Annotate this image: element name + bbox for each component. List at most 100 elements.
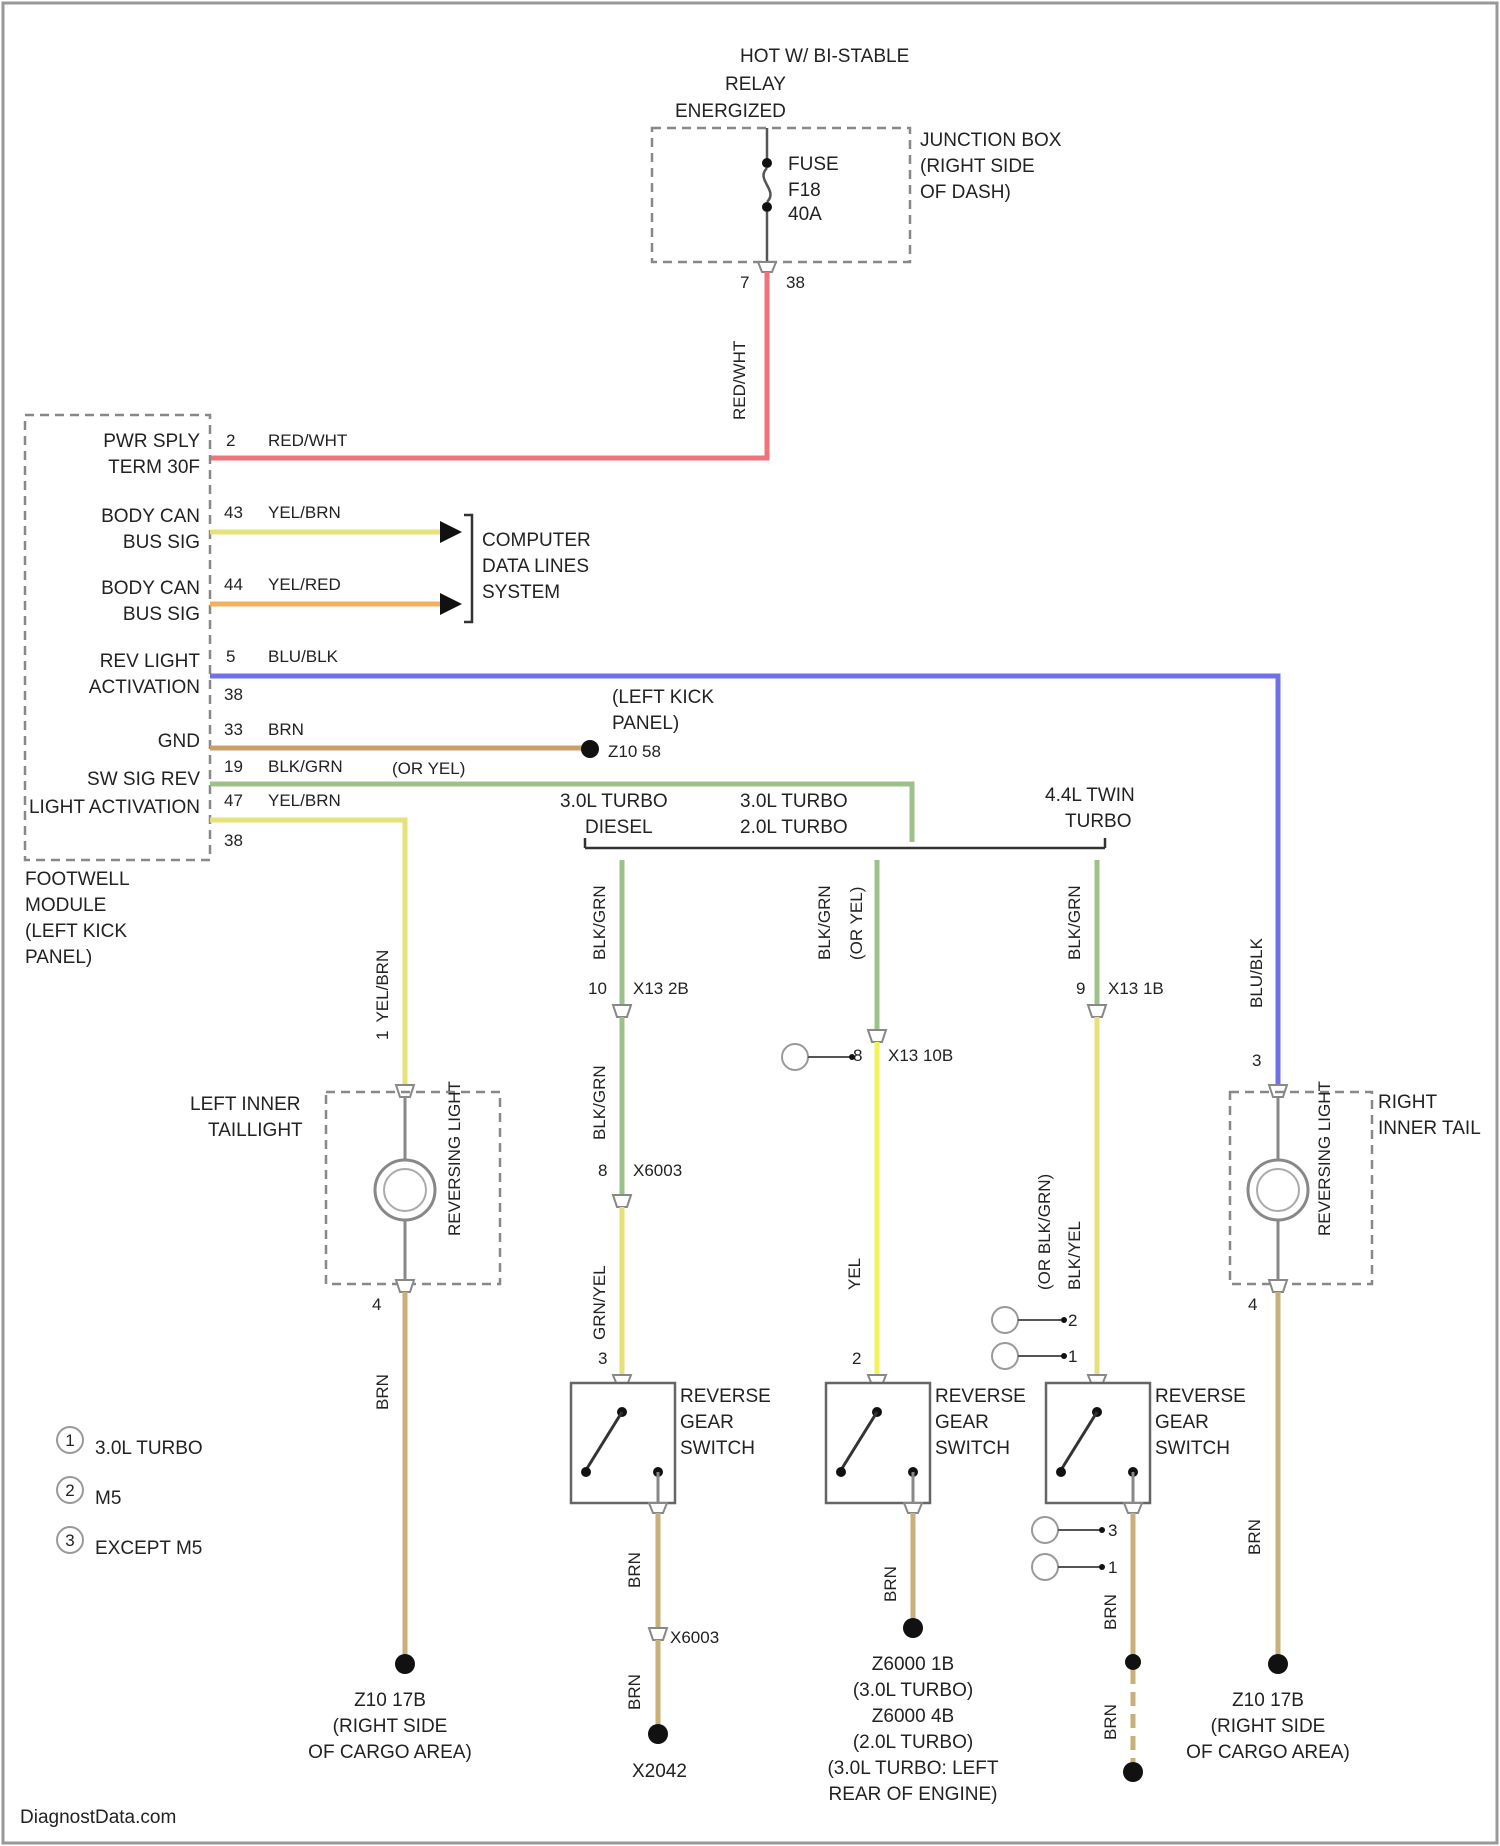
pin-19-num: 19 bbox=[224, 757, 243, 776]
switch-b-wire1-alt: (OR YEL) bbox=[847, 887, 866, 960]
module-pin-6-label2: LIGHT ACTIVATION bbox=[29, 797, 200, 818]
switch-c-wire1: BLK/GRN bbox=[1065, 885, 1084, 960]
energized-label: ENERGIZED bbox=[675, 101, 786, 122]
pin-47-num: 47 bbox=[224, 791, 243, 810]
switch-a-conn2: X6003 bbox=[633, 1161, 682, 1180]
right-ground-2: (RIGHT SIDE bbox=[1211, 1716, 1326, 1737]
switch-b-name-2: GEAR bbox=[935, 1412, 989, 1433]
arrow-can-1 bbox=[440, 521, 462, 543]
switch-b-wire2: YEL bbox=[845, 1258, 864, 1290]
switch-c-pin-d: 1 bbox=[1108, 1558, 1117, 1577]
wire-blue-black bbox=[210, 676, 1278, 1085]
legend-num-1: 1 bbox=[65, 1431, 74, 1450]
variant-diesel-1: 3.0L TURBO bbox=[560, 791, 668, 812]
pin-2-wire: RED/WHT bbox=[268, 431, 347, 450]
switch-b-ground-1: Z6000 1B bbox=[872, 1654, 954, 1675]
left-taillight-outline bbox=[326, 1092, 500, 1284]
data-lines-label-3: SYSTEM bbox=[482, 582, 560, 603]
junction-box-label-1: JUNCTION BOX bbox=[920, 130, 1062, 151]
fuse-rating: 40A bbox=[788, 204, 822, 225]
reverse-gear-switch-a bbox=[571, 1375, 675, 1513]
connector-x13-10b bbox=[868, 1030, 886, 1042]
switch-b-ground-4: (2.0L TURBO) bbox=[853, 1732, 973, 1753]
ground-left-kick bbox=[581, 740, 599, 758]
right-lamp-label: REVERSING LIGHT bbox=[1315, 1081, 1334, 1236]
left-tail-pin-bottom: 4 bbox=[372, 1295, 381, 1314]
variant-twin-2: TURBO bbox=[1065, 811, 1132, 832]
arrow-can-2 bbox=[440, 593, 462, 615]
callout-1-switch-b bbox=[782, 1044, 808, 1070]
variant-turbo-1: 3.0L TURBO bbox=[740, 791, 848, 812]
switch-a-wire-bottom2: BRN bbox=[625, 1674, 644, 1710]
switch-b-wire1-main: BLK/GRN bbox=[815, 885, 834, 960]
switch-a-name-1: REVERSE bbox=[680, 1386, 771, 1407]
wire-label-blue-black-right: BLU/BLK bbox=[1247, 937, 1266, 1008]
right-taillight-outline bbox=[1230, 1092, 1372, 1284]
module-pin-6-label1: SW SIG REV bbox=[87, 769, 200, 790]
fuse-id: F18 bbox=[788, 180, 821, 201]
left-tail-pin-top: 1 bbox=[373, 1031, 392, 1040]
switch-c-pin-b: 1 bbox=[1068, 1347, 1077, 1366]
left-tail-wire-top: YEL/BRN bbox=[373, 950, 392, 1023]
switch-c-wire-bottom2: BRN bbox=[1101, 1704, 1120, 1740]
pin-44-num: 44 bbox=[224, 575, 243, 594]
switch-c-name-2: GEAR bbox=[1155, 1412, 1209, 1433]
switch-a-conn1-pin: 10 bbox=[588, 979, 607, 998]
left-kick-ground: Z10 58 bbox=[608, 742, 661, 761]
variant-turbo-2: 2.0L TURBO bbox=[740, 817, 848, 838]
pin-43-wire: YEL/BRN bbox=[268, 503, 341, 522]
switch-a-name-3: SWITCH bbox=[680, 1438, 755, 1459]
switch-c-wire2: BLK/YEL bbox=[1065, 1221, 1084, 1290]
callout-2-switch-c-bottom bbox=[1032, 1554, 1058, 1580]
legend-label-3: EXCEPT M5 bbox=[95, 1538, 202, 1559]
pin-19-wire-alt: (OR YEL) bbox=[392, 759, 465, 778]
pin-44-wire: YEL/RED bbox=[268, 575, 341, 594]
ground-switch-c bbox=[1123, 1762, 1143, 1782]
callout-3-switch-c bbox=[992, 1343, 1018, 1369]
legend-num-3: 3 bbox=[65, 1531, 74, 1550]
footwell-module: PWR SPLY TERM 30F BODY CAN BUS SIG BODY … bbox=[25, 415, 210, 968]
variant-diesel-2: DIESEL bbox=[585, 817, 653, 838]
right-inner-taillight: 3 REVERSING LIGHT RIGHT INNER TAIL 4 bbox=[1230, 1051, 1481, 1314]
junction-box-label-3: OF DASH) bbox=[920, 182, 1011, 203]
right-tail-wire-bottom: BRN bbox=[1245, 1519, 1264, 1555]
left-ground-1: Z10 17B bbox=[354, 1690, 426, 1711]
switch-c-pin-a: 2 bbox=[1068, 1311, 1077, 1330]
data-lines-label-1: COMPUTER bbox=[482, 530, 591, 551]
switch-b-ground-3: Z6000 4B bbox=[872, 1706, 954, 1727]
footwell-module-outline bbox=[25, 415, 210, 860]
switch-b-conn1: X13 10B bbox=[888, 1046, 953, 1065]
left-inner-taillight: REVERSING LIGHT LEFT INNER TAILLIGHT 4 bbox=[190, 1081, 500, 1314]
pin-33-num: 33 bbox=[224, 720, 243, 739]
switch-a-name-2: GEAR bbox=[680, 1412, 734, 1433]
switch-a-wire1: BLK/GRN bbox=[590, 885, 609, 960]
switch-a-conn3: X6003 bbox=[670, 1628, 719, 1647]
switch-a-wire2: BLK/GRN bbox=[590, 1065, 609, 1140]
switch-a-ground: X2042 bbox=[632, 1761, 687, 1782]
hot-label: HOT W/ BI-STABLE bbox=[740, 46, 909, 67]
pin-5-num: 5 bbox=[226, 647, 235, 666]
switch-b-wire1: BLK/GRN bbox=[815, 885, 834, 960]
left-tail-wire-bottom: BRN bbox=[373, 1374, 392, 1410]
right-ground-1: Z10 17B bbox=[1232, 1690, 1304, 1711]
switch-b-name-1: REVERSE bbox=[935, 1386, 1026, 1407]
left-tail-name-2: TAILLIGHT bbox=[208, 1120, 303, 1141]
module-pin-4-label1: REV LIGHT bbox=[100, 651, 201, 672]
ground-left-tail bbox=[395, 1654, 415, 1674]
switch-b-name-3: SWITCH bbox=[935, 1438, 1010, 1459]
legend: 1 3.0L TURBO 2 M5 3 EXCEPT M5 bbox=[57, 1427, 203, 1559]
junction-box: HOT W/ BI-STABLE RELAY ENERGIZED FUSE F1… bbox=[652, 46, 1062, 292]
connector-x6003-bottom bbox=[649, 1628, 667, 1640]
wire-label-yellow-brown-left: 1 YEL/BRN bbox=[373, 950, 392, 1040]
module-pin-2-label2: BUS SIG bbox=[123, 532, 200, 553]
pin-47-conn: 38 bbox=[224, 831, 243, 850]
pin-2-num: 2 bbox=[226, 431, 235, 450]
module-pin-5-label1: GND bbox=[158, 731, 200, 752]
right-tail-name-1: RIGHT bbox=[1378, 1092, 1438, 1113]
wire-label-red-white-vertical: RED/WHT bbox=[730, 341, 749, 420]
left-lamp-label: REVERSING LIGHT bbox=[445, 1081, 464, 1236]
module-name-3: (LEFT KICK bbox=[25, 921, 127, 942]
fuse-symbol bbox=[764, 168, 771, 202]
switch-a-conn2-pin: 8 bbox=[598, 1161, 607, 1180]
